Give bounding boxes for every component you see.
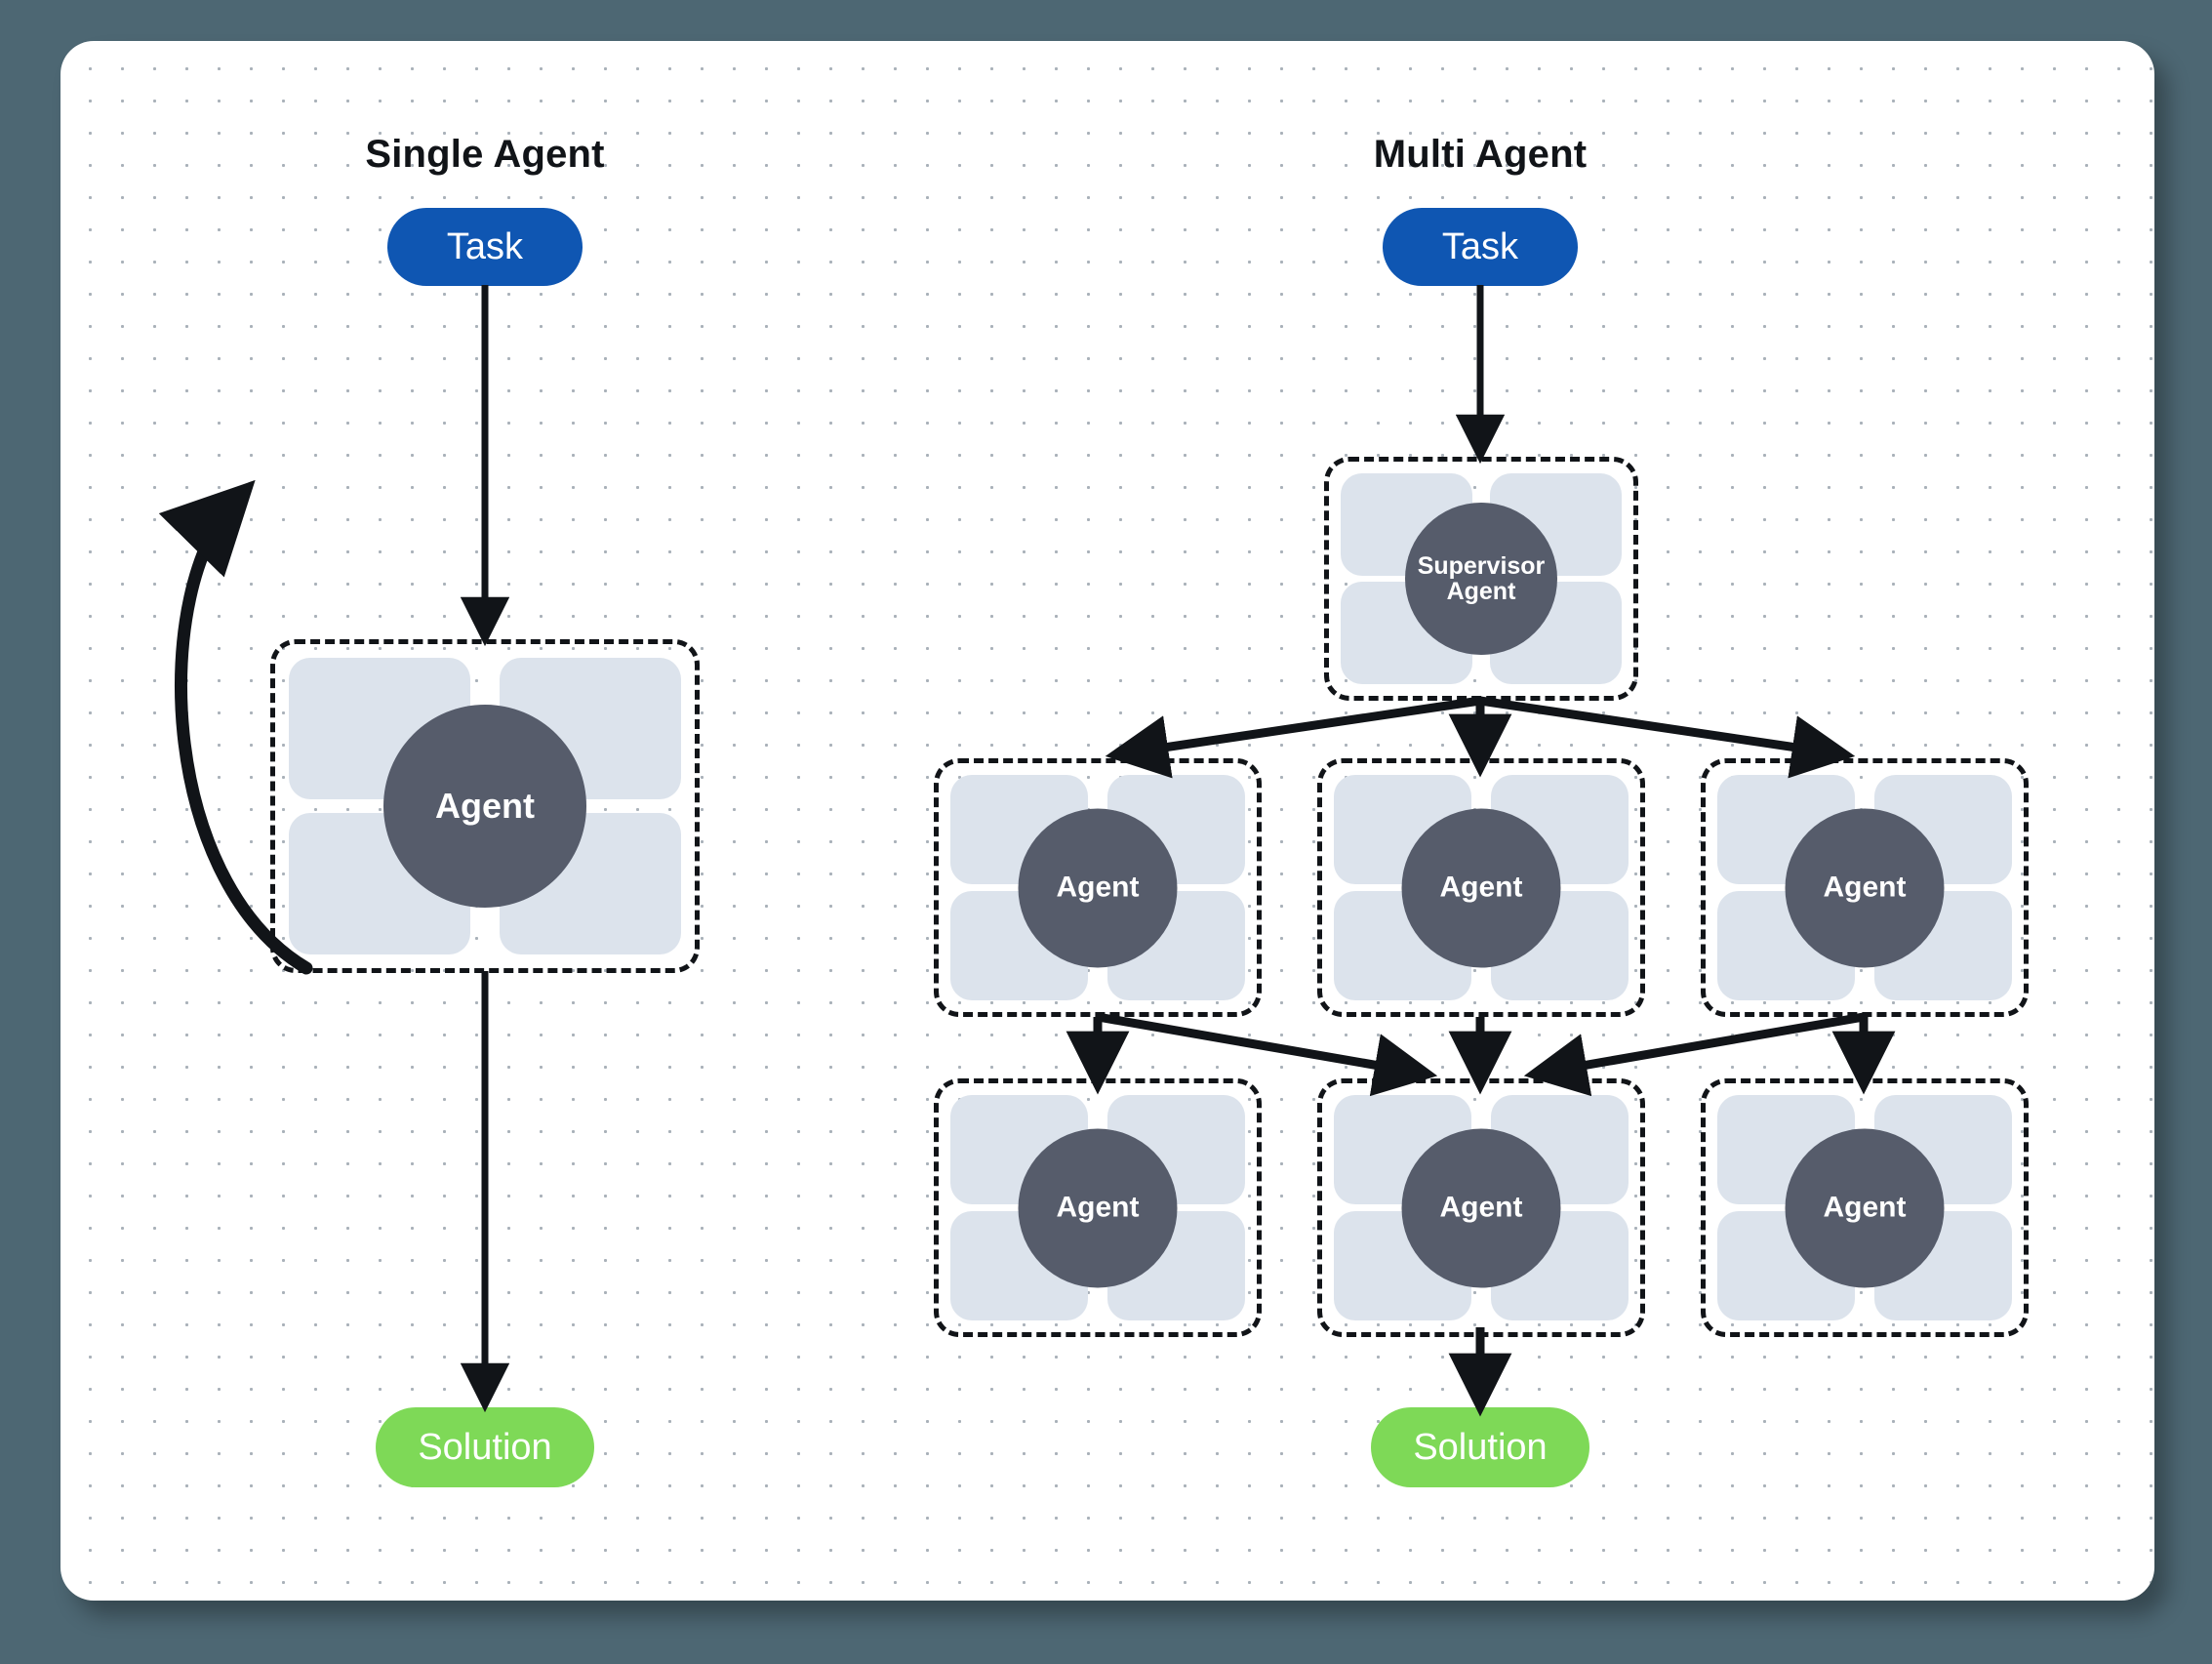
solution-node-multi[interactable]: Solution — [1371, 1407, 1589, 1487]
column-title-single-agent: Single Agent — [365, 133, 605, 176]
agent-core-label: Agent — [1018, 808, 1178, 967]
agent-core-label: Agent — [1401, 808, 1561, 967]
agent-node-row1-col1[interactable]: Agent — [934, 758, 1262, 1017]
agent-node-row2-col3[interactable]: Agent — [1701, 1078, 2029, 1337]
supervisor-agent-node[interactable]: Supervisor Agent — [1324, 457, 1638, 701]
agent-core-label: Agent — [1018, 1128, 1178, 1287]
task-node-single[interactable]: Task — [387, 208, 583, 286]
task-node-multi[interactable]: Task — [1383, 208, 1578, 286]
agent-core-label: Agent — [1785, 1128, 1945, 1287]
solution-node-single[interactable]: Solution — [376, 1407, 594, 1487]
agent-node-row1-col3[interactable]: Agent — [1701, 758, 2029, 1017]
agent-node-row2-col1[interactable]: Agent — [934, 1078, 1262, 1337]
supervisor-agent-core: Supervisor Agent — [1405, 503, 1557, 655]
agent-core-label: Agent — [1401, 1128, 1561, 1287]
agent-core-label: Agent — [1785, 808, 1945, 967]
agent-node-row1-col2[interactable]: Agent — [1317, 758, 1645, 1017]
supervisor-label-line-1: Supervisor — [1417, 552, 1546, 580]
column-title-multi-agent: Multi Agent — [1373, 133, 1588, 176]
diagram-panel: Single Agent Task Agent Solution Multi A… — [60, 41, 2154, 1601]
agent-node-single[interactable]: Agent — [270, 639, 700, 973]
supervisor-label-line-2: Agent — [1446, 578, 1516, 605]
agent-core-label: Agent — [383, 705, 586, 908]
agent-node-row2-col2[interactable]: Agent — [1317, 1078, 1645, 1337]
